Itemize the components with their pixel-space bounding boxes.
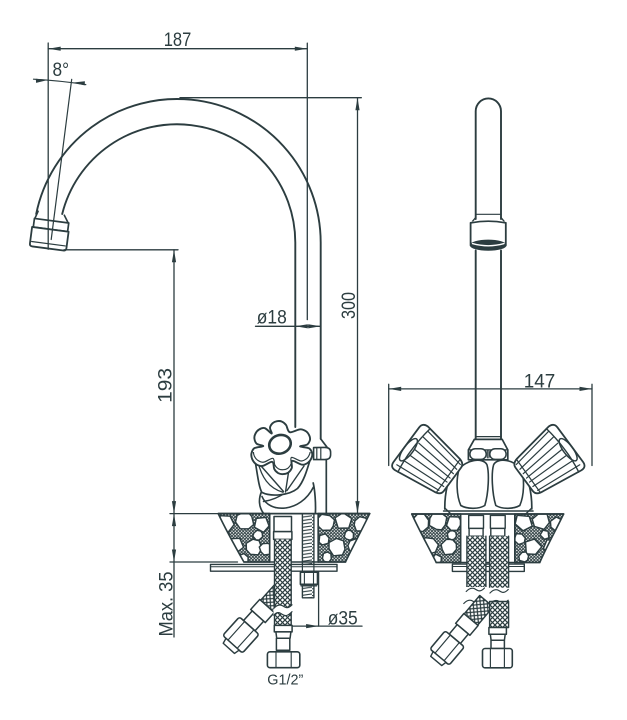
svg-text:300: 300	[339, 292, 360, 319]
svg-text:Max. 35: Max. 35	[156, 572, 177, 637]
svg-text:ø18: ø18	[257, 308, 287, 329]
svg-text:147: 147	[524, 371, 556, 392]
svg-text:187: 187	[164, 30, 192, 51]
svg-text:8°: 8°	[53, 60, 70, 81]
svg-text:G1/2”: G1/2”	[267, 673, 303, 689]
svg-text:ø35: ø35	[328, 609, 358, 630]
svg-text:193: 193	[156, 368, 177, 403]
